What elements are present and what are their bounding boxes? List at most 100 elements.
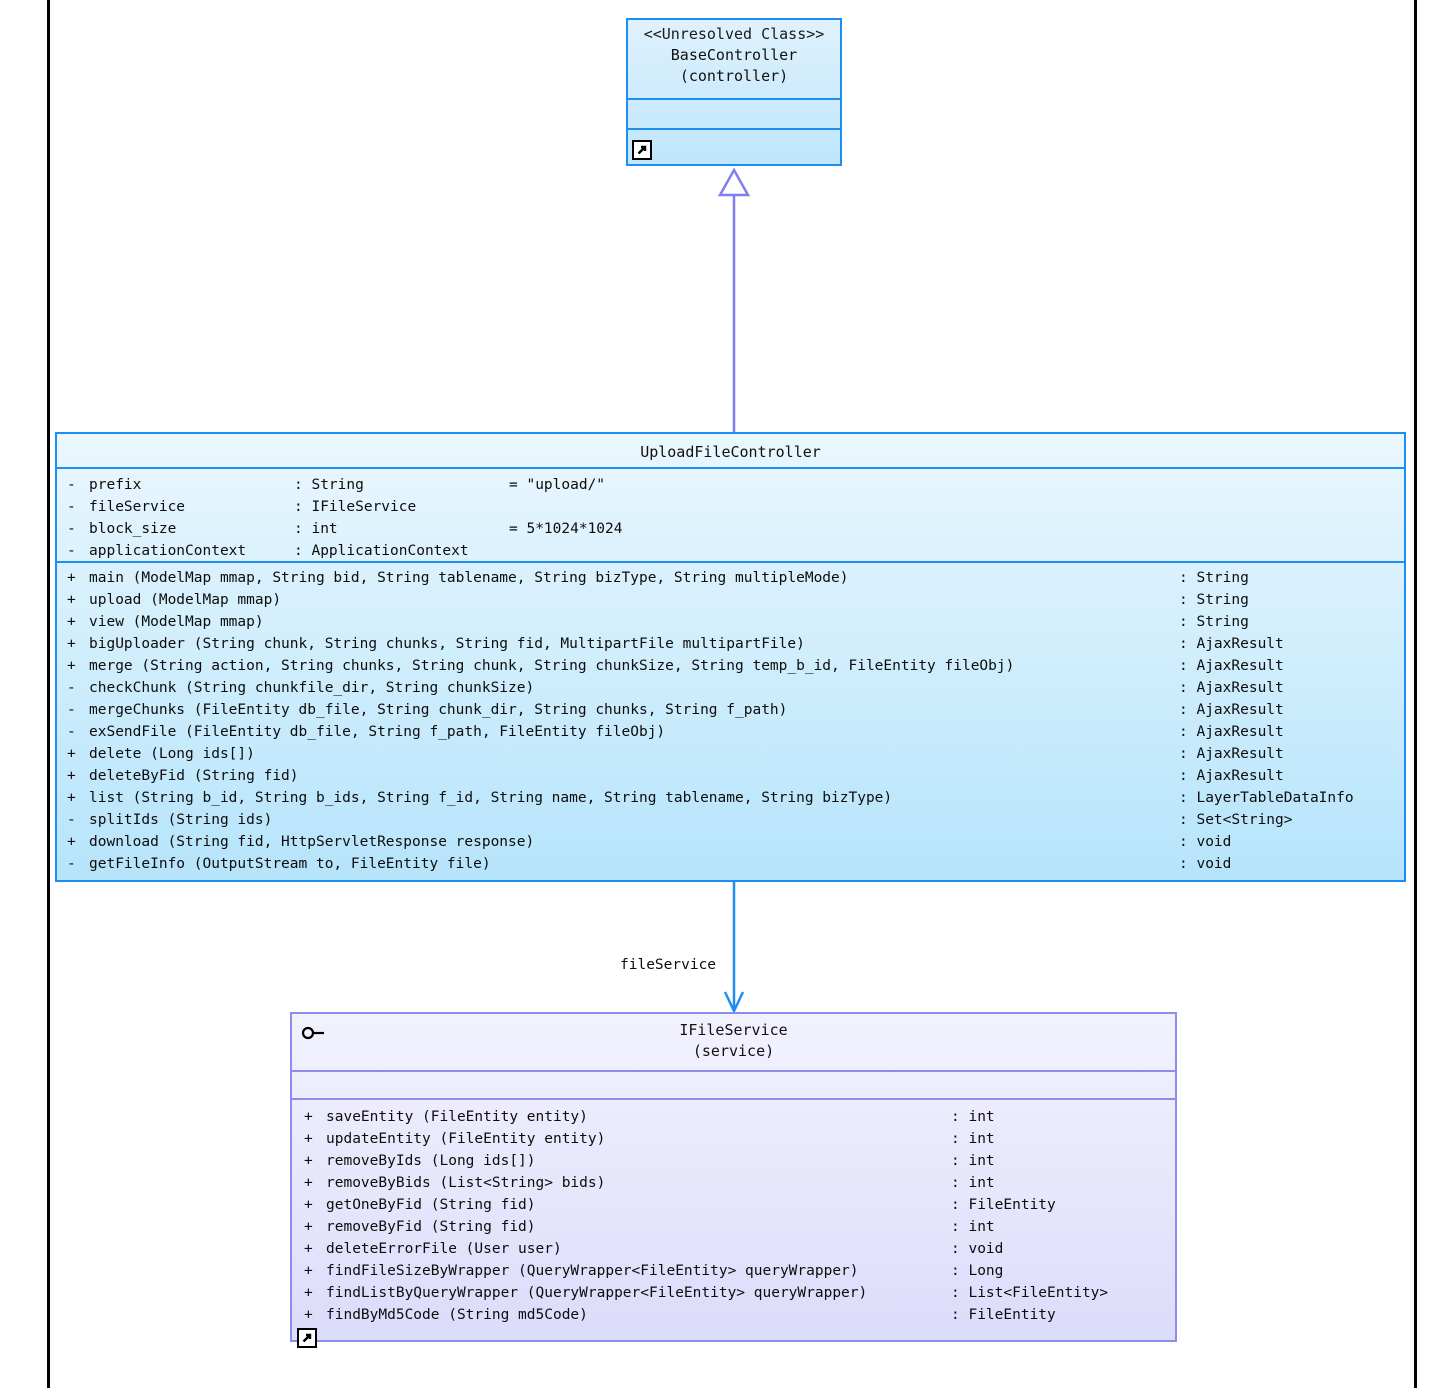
operation-row: + delete (Long ids[]) : AjaxResult	[63, 743, 1404, 765]
operation-signature: removeByFid (String fid)	[326, 1219, 536, 1235]
operation-signature: exSendFile (FileEntity db_file, String f…	[89, 724, 666, 740]
operation-row: + view (ModelMap mmap) : String	[63, 611, 1404, 633]
operation-signature: getFileInfo (OutputStream to, FileEntity…	[89, 856, 491, 872]
operation-signature: delete (Long ids[])	[89, 746, 255, 762]
operation-signature: getOneByFid (String fid)	[326, 1197, 536, 1213]
visibility-marker: +	[304, 1263, 313, 1279]
operation-row: + findByMd5Code (String md5Code) : FileE…	[300, 1304, 1175, 1326]
page-title: UploadFileController	[640, 443, 821, 461]
operation-return-type: : void	[1179, 834, 1232, 850]
visibility-marker: +	[304, 1307, 313, 1323]
operation-return-type: : AjaxResult	[1179, 702, 1284, 718]
operation-signature: findFileSizeByWrapper (QueryWrapper<File…	[326, 1263, 859, 1279]
attribute-row: - block_size : int = 5*1024*1024	[63, 518, 1404, 540]
operation-signature: findListByQueryWrapper (QueryWrapper<Fil…	[326, 1285, 868, 1301]
operation-return-type: : String	[1179, 592, 1249, 608]
attribute-name: prefix	[89, 477, 142, 493]
base-controller-attributes-compartment	[628, 100, 840, 130]
operation-return-type: : String	[1179, 614, 1249, 630]
base-controller-name-compartment: <<Unresolved Class>> BaseController (con…	[628, 20, 840, 100]
operation-return-type: : AjaxResult	[1179, 680, 1284, 696]
ifile-service-operations-compartment: + saveEntity (FileEntity entity) : int +…	[292, 1100, 1175, 1340]
visibility-marker: +	[67, 570, 76, 586]
operation-row: + deleteErrorFile (User user) : void	[300, 1238, 1175, 1260]
operation-row: + list (String b_id, String b_ids, Strin…	[63, 787, 1404, 809]
operation-row: + updateEntity (FileEntity entity) : int	[300, 1128, 1175, 1150]
operation-signature: removeByIds (Long ids[])	[326, 1153, 536, 1169]
operation-signature: bigUploader (String chunk, String chunks…	[89, 636, 805, 652]
operation-return-type: : void	[1179, 856, 1232, 872]
external-link-icon[interactable]	[297, 1328, 317, 1348]
operation-row: + deleteByFid (String fid) : AjaxResult	[63, 765, 1404, 787]
operation-row: + main (ModelMap mmap, String bid, Strin…	[63, 567, 1404, 589]
visibility-marker: +	[67, 636, 76, 652]
visibility-marker: +	[304, 1153, 313, 1169]
class-box-base-controller[interactable]: <<Unresolved Class>> BaseController (con…	[626, 18, 842, 166]
base-controller-operations-compartment	[628, 130, 840, 162]
operation-signature: download (String fid, HttpServletRespons…	[89, 834, 535, 850]
visibility-marker: +	[304, 1219, 313, 1235]
visibility-marker: -	[67, 856, 76, 872]
visibility-marker: -	[67, 702, 76, 718]
visibility-marker: +	[304, 1285, 313, 1301]
visibility-marker: +	[67, 614, 76, 630]
visibility-marker: -	[67, 477, 76, 493]
operation-row: - mergeChunks (FileEntity db_file, Strin…	[63, 699, 1404, 721]
operation-return-type: : int	[951, 1175, 995, 1191]
operation-signature: deleteErrorFile (User user)	[326, 1241, 562, 1257]
attribute-name: applicationContext	[89, 543, 247, 559]
visibility-marker: -	[67, 499, 76, 515]
canvas-left-rule	[47, 0, 50, 1388]
visibility-marker: +	[304, 1175, 313, 1191]
operation-return-type: : AjaxResult	[1179, 724, 1284, 740]
external-link-icon[interactable]	[632, 140, 652, 160]
operation-signature: mergeChunks (FileEntity db_file, String …	[89, 702, 788, 718]
operation-row: + findListByQueryWrapper (QueryWrapper<F…	[300, 1282, 1175, 1304]
ifile-service-name-compartment: IFileService (service)	[292, 1014, 1175, 1072]
attribute-row: - fileService : IFileService	[63, 496, 1404, 518]
operation-row: - splitIds (String ids) : Set<String>	[63, 809, 1404, 831]
visibility-marker: -	[67, 521, 76, 537]
attribute-row: - prefix : String = "upload/"	[63, 474, 1404, 496]
operation-return-type: : AjaxResult	[1179, 746, 1284, 762]
operation-return-type: : Set<String>	[1179, 812, 1293, 828]
upload-file-controller-name-compartment: UploadFileController	[57, 434, 1404, 469]
operation-row: + getOneByFid (String fid) : FileEntity	[300, 1194, 1175, 1216]
operation-row: + download (String fid, HttpServletRespo…	[63, 831, 1404, 853]
visibility-marker: +	[304, 1131, 313, 1147]
operation-row: - exSendFile (FileEntity db_file, String…	[63, 721, 1404, 743]
visibility-marker: +	[304, 1241, 313, 1257]
class-box-ifile-service[interactable]: IFileService (service) + saveEntity (Fil…	[290, 1012, 1177, 1348]
operation-signature: updateEntity (FileEntity entity)	[326, 1131, 606, 1147]
ifile-service-class-name: IFileService	[679, 1021, 788, 1039]
canvas-right-rule	[1414, 0, 1417, 1388]
visibility-marker: +	[304, 1197, 313, 1213]
visibility-marker: +	[67, 658, 76, 674]
operation-signature: checkChunk (String chunkfile_dir, String…	[89, 680, 535, 696]
visibility-marker: -	[67, 680, 76, 696]
base-controller-package: (controller)	[679, 67, 789, 85]
operation-return-type: : AjaxResult	[1179, 658, 1284, 674]
attribute-type: : ApplicationContext	[294, 543, 469, 559]
operation-row: + saveEntity (FileEntity entity) : int	[300, 1106, 1175, 1128]
attribute-default: = 5*1024*1024	[509, 521, 623, 537]
visibility-marker: -	[67, 724, 76, 740]
generalization-connector	[717, 167, 751, 435]
visibility-marker: +	[67, 746, 76, 762]
operation-return-type: : void	[951, 1241, 1004, 1257]
operation-return-type: : int	[951, 1109, 995, 1125]
attribute-name: block_size	[89, 521, 177, 537]
operation-return-type: : FileEntity	[951, 1197, 1056, 1213]
class-box-upload-file-controller[interactable]: UploadFileController - prefix : String =…	[55, 432, 1406, 882]
operation-row: + upload (ModelMap mmap) : String	[63, 589, 1404, 611]
upload-file-controller-operations-compartment: + main (ModelMap mmap, String bid, Strin…	[57, 563, 1404, 878]
operation-signature: splitIds (String ids)	[89, 812, 273, 828]
upload-file-controller-attributes-compartment: - prefix : String = "upload/" - fileServ…	[57, 469, 1404, 563]
visibility-marker: -	[67, 543, 76, 559]
visibility-marker: +	[67, 592, 76, 608]
attribute-type: : int	[294, 521, 338, 537]
visibility-marker: +	[67, 834, 76, 850]
operation-return-type: : FileEntity	[951, 1307, 1056, 1323]
lollipop-icon	[301, 1026, 324, 1040]
operation-signature: main (ModelMap mmap, String bid, String …	[89, 570, 849, 586]
